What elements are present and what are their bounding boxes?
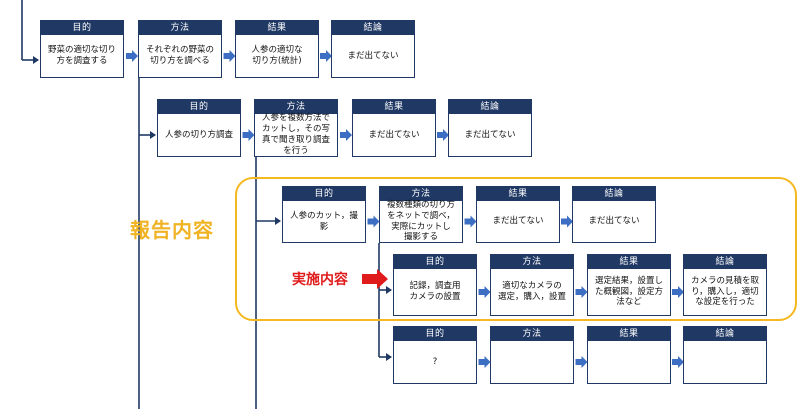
box-header: 結論 (684, 255, 766, 269)
box-method-row4: 方法適切なカメラの 選定，購入，設置 (490, 254, 574, 316)
flow-arrow-icon (478, 356, 491, 368)
box-method-row5: 方法 (490, 326, 574, 384)
box-header: 結果 (588, 327, 670, 341)
box-header: 目的 (158, 100, 240, 114)
implementation-label: 実施内容 (292, 272, 348, 288)
flow-arrow-icon (242, 129, 255, 141)
box-header: 目的 (394, 255, 476, 269)
box-body: 複数種類の切り方 をネットで調べ， 実際にカットし 撮影する (386, 199, 455, 243)
box-body (684, 341, 766, 383)
box-header: 方法 (380, 187, 462, 201)
flow-arrow-icon (575, 356, 588, 368)
box-body: 人参の適切な 切り方(統計) (251, 45, 303, 66)
box-body (588, 341, 670, 383)
flow-arrow-icon (672, 286, 684, 298)
box-header: 結果 (477, 187, 559, 201)
box-result-row4: 結果選定結果，設置し た概観図，設定方 法など (587, 254, 671, 316)
box-result-row1: 結果人参の適切な 切り方(統計) (235, 20, 319, 78)
box-body: ? (432, 356, 438, 367)
box-body: 人参のカット，撮 影 (290, 210, 358, 232)
box-body: まだ出てない (464, 129, 516, 140)
box-body: 記録，調査用 カメラの設置 (409, 281, 461, 302)
box-purpose-row5: 目的? (393, 326, 477, 384)
box-conclusion-row5: 結論 (683, 326, 767, 384)
box-purpose-row2: 目的人参の切り方調査 (157, 99, 241, 157)
connector-arrowhead-icon (386, 353, 392, 361)
box-header: 結論 (573, 187, 655, 201)
box-header: 方法 (491, 327, 573, 341)
highlight-frame (235, 177, 797, 321)
box-method-row3: 方法複数種類の切り方 をネットで調べ， 実際にカットし 撮影する (379, 186, 463, 243)
box-body: 野菜の適切な切り 方を調査する (47, 45, 116, 66)
box-method-row2: 方法人参を複数方法で カットし，その写 真で聞き取り調査 を行う (254, 99, 338, 157)
box-body: まだ出てない (368, 129, 420, 140)
implementation-pointer-icon (362, 269, 388, 289)
report-label: 報告内容 (130, 218, 214, 242)
flow-arrow-icon (437, 129, 449, 141)
connector-arrowhead-icon (33, 56, 39, 64)
flow-arrow-icon (672, 356, 684, 368)
box-header: 目的 (41, 21, 123, 35)
flow-arrow-icon (223, 50, 236, 62)
flow-arrow-icon (367, 215, 380, 228)
flow-arrow-icon (575, 286, 588, 298)
box-method-row1: 方法それぞれの野菜の 切り方を調べる (138, 20, 222, 78)
box-result-row5: 結果 (587, 326, 671, 384)
connector-arrowhead-icon (150, 131, 156, 139)
box-purpose-row3: 目的人参のカット，撮 影 (282, 186, 366, 243)
box-body: それぞれの野菜の 切り方を調べる (145, 45, 214, 66)
box-body: カメラの見積を取 り，購入し，適切 な設定を行った (690, 275, 759, 308)
box-body: 人参を複数方法で カットし，その写 真で聞き取り調査 を行う (261, 113, 330, 156)
box-body: まだ出てない (492, 216, 544, 227)
box-header: 結果 (353, 100, 435, 114)
box-header: 方法 (255, 100, 337, 114)
box-body: まだ出てない (588, 216, 640, 227)
flow-arrow-icon (320, 50, 332, 62)
flow-arrow-icon (561, 215, 573, 228)
box-purpose-row4: 目的記録，調査用 カメラの設置 (393, 254, 477, 316)
box-header: 方法 (491, 255, 573, 269)
box-header: 結果 (236, 21, 318, 35)
box-header: 結論 (332, 21, 414, 35)
box-header: 目的 (394, 327, 476, 341)
flow-arrow-icon (340, 129, 352, 141)
flow-arrow-icon (126, 50, 138, 62)
box-body: 人参の切り方調査 (164, 129, 233, 140)
box-result-row3: 結果まだ出てない (476, 186, 560, 243)
box-result-row2: 結果まだ出てない (352, 99, 436, 157)
box-body: まだ出てない (347, 50, 399, 61)
box-header: 結論 (684, 327, 766, 341)
box-conclusion-row1: 結論まだ出てない (331, 20, 415, 78)
box-conclusion-row3: 結論まだ出てない (572, 186, 656, 243)
box-body (491, 341, 573, 383)
box-header: 方法 (139, 21, 221, 35)
box-body: 適切なカメラの 選定，購入，設置 (497, 281, 566, 302)
box-purpose-row1: 目的野菜の適切な切り 方を調査する (40, 20, 124, 78)
connector-arrowhead-icon (386, 286, 392, 294)
box-body: 選定結果，設置し た概観図，設定方 法など (594, 275, 663, 308)
box-conclusion-row4: 結論カメラの見積を取 り，購入し，適切 な設定を行った (683, 254, 767, 316)
flow-arrow-icon (464, 215, 477, 228)
box-conclusion-row2: 結論まだ出てない (448, 99, 532, 157)
box-header: 結果 (588, 255, 670, 269)
flow-arrow-icon (478, 286, 491, 298)
connector-arrowhead-icon (275, 217, 281, 225)
box-header: 結論 (449, 100, 531, 114)
box-header: 目的 (283, 187, 365, 201)
